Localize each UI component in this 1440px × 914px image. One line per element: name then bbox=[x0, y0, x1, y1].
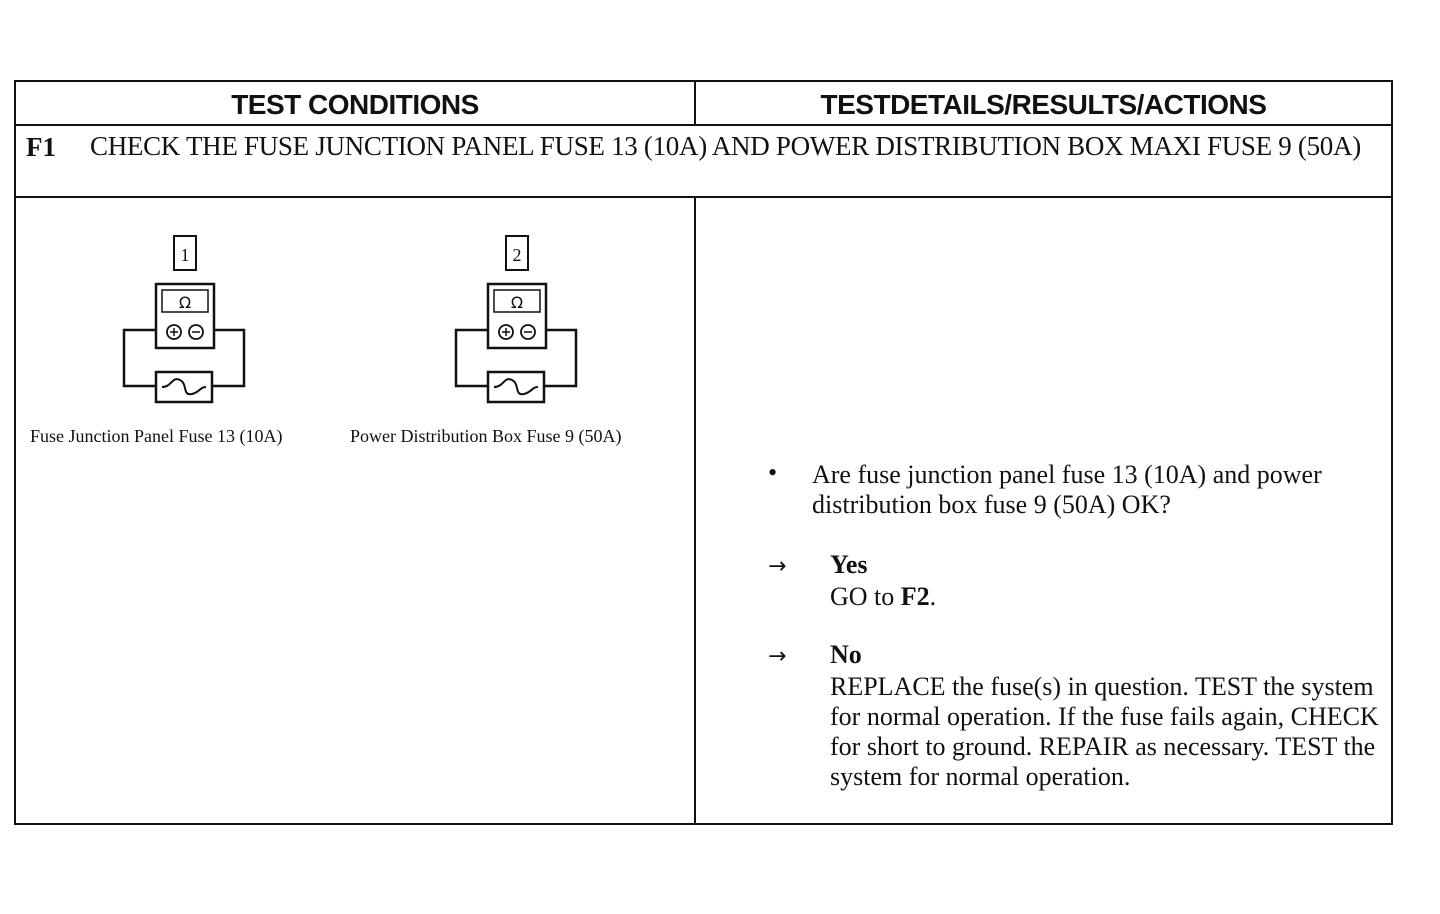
ohm-symbol: Ω bbox=[179, 293, 191, 312]
answer-yes-text-suffix: . bbox=[929, 582, 937, 611]
header-test-conditions: TEST CONDITIONS bbox=[16, 82, 696, 124]
step-row: F1 CHECK THE FUSE JUNCTION PANEL FUSE 13… bbox=[16, 126, 1391, 198]
question-bullet: • bbox=[768, 458, 778, 487]
answer-no-label: No bbox=[830, 640, 862, 669]
answer-yes-text: GO to F2. bbox=[830, 582, 1390, 612]
answer-yes-label: Yes bbox=[830, 550, 868, 579]
header-row: TEST CONDITIONS TESTDETAILS/RESULTS/ACTI… bbox=[16, 82, 1391, 126]
arrow-icon: → bbox=[768, 554, 787, 579]
answer-yes-step-ref: F2 bbox=[900, 582, 930, 611]
diagram-caption-1: Fuse Junction Panel Fuse 13 (10A) bbox=[30, 426, 283, 446]
test-conditions-cell: 1 Ω Fuse Junction bbox=[16, 198, 696, 825]
diagram-caption-2: Power Distribution Box Fuse 9 (50A) bbox=[350, 426, 622, 446]
question-text: Are fuse junction panel fuse 13 (10A) an… bbox=[812, 460, 1322, 519]
diagnostic-table: TEST CONDITIONS TESTDETAILS/RESULTS/ACTI… bbox=[14, 80, 1393, 825]
step-title: CHECK THE FUSE JUNCTION PANEL FUSE 13 (1… bbox=[90, 131, 1361, 161]
ohmmeter-circuit-icon: 1 Ω bbox=[122, 235, 246, 404]
body-row: 1 Ω Fuse Junction bbox=[16, 198, 1391, 825]
test-details-cell: • Are fuse junction panel fuse 13 (10A) … bbox=[696, 198, 1391, 825]
ohm-symbol: Ω bbox=[511, 293, 523, 312]
answer-no-text: REPLACE the fuse(s) in question. TEST th… bbox=[830, 672, 1379, 791]
step-id: F1 bbox=[26, 132, 56, 162]
ohmmeter-diagram-1: 1 Ω bbox=[116, 234, 256, 410]
ohmmeter-diagram-2: 2 Ω bbox=[448, 234, 588, 410]
ohmmeter-circuit-icon: 2 Ω bbox=[454, 235, 578, 404]
diagram-number: 1 bbox=[181, 245, 190, 265]
answer-yes-text-prefix: GO to bbox=[830, 582, 901, 611]
diagram-number: 2 bbox=[513, 245, 522, 265]
header-test-details: TESTDETAILS/RESULTS/ACTIONS bbox=[820, 89, 1267, 120]
arrow-icon: → bbox=[768, 644, 787, 669]
